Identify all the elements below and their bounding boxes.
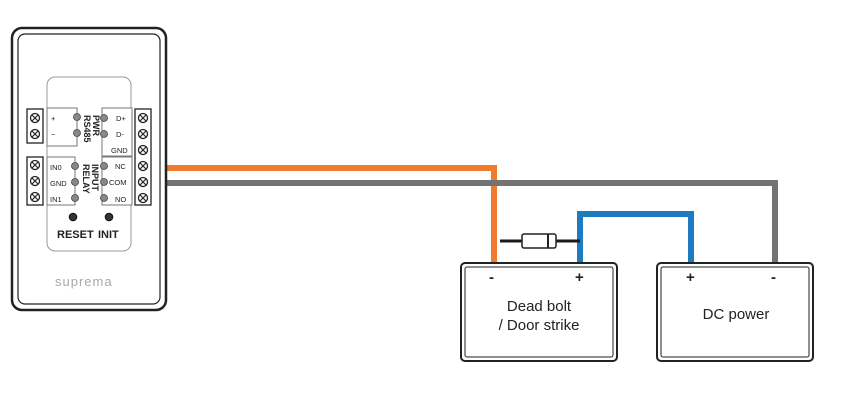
dcpower-positive-sign: + (686, 269, 695, 286)
init-button[interactable] (104, 212, 114, 222)
deadbolt-label-line2: / Door strike (499, 317, 580, 334)
diode (521, 233, 557, 249)
power-pin (73, 113, 81, 121)
input-pin-label: GND (50, 179, 67, 188)
reset-button[interactable] (68, 212, 78, 222)
rs485-pin (100, 114, 108, 122)
relay-pin (100, 162, 108, 170)
input-pin (71, 194, 79, 202)
right-terminal-block (134, 108, 152, 206)
rs485-pin-label: D- (116, 130, 124, 139)
init-label: INIT (98, 229, 119, 241)
input-pin (71, 178, 79, 186)
deadbolt-positive-sign: + (575, 269, 584, 286)
rs485-label: RS485 (82, 115, 92, 143)
gray-wire (166, 180, 778, 265)
relay-pin (100, 178, 108, 186)
reset-label: RESET (57, 229, 94, 241)
power-plus-sign: + (51, 114, 56, 123)
dcpower-label: DC power (703, 306, 770, 323)
orange-wire (166, 165, 497, 265)
rs485-pin-label: GND (111, 146, 128, 155)
power-minus-sign: − (51, 130, 56, 139)
controller-device: + − PWR RS485 D+ D- GND IN0 GND IN1 (10, 26, 168, 312)
deadbolt-label-line1: Dead bolt (507, 298, 572, 315)
rs485-pin (100, 130, 108, 138)
relay-pin (100, 194, 108, 202)
blue-wire (577, 211, 694, 265)
wires (166, 165, 778, 265)
relay-pin-label: NO (115, 195, 126, 204)
power-connector (46, 107, 78, 147)
power-pin (73, 129, 81, 137)
input-label: INPUT (90, 164, 100, 192)
deadbolt-box: - + Dead bolt / Door strike (460, 262, 618, 362)
rs485-pin-label: D+ (116, 114, 126, 123)
relay-label: RELAY (81, 164, 91, 194)
input-terminal-block (26, 156, 44, 206)
relay-pin-label: COM (109, 178, 127, 187)
relay-pin-label: NC (115, 162, 126, 171)
input-pin-label: IN0 (50, 163, 62, 172)
dcpower-negative-sign: - (771, 269, 776, 286)
device-inner-frame (17, 33, 161, 305)
dc-power-box: + - DC power (656, 262, 814, 362)
power-terminal-block (26, 108, 44, 144)
input-pin-label: IN1 (50, 195, 62, 204)
brand-logo: suprema (55, 274, 113, 289)
deadbolt-negative-sign: - (489, 269, 494, 286)
pwr-label: PWR (91, 115, 101, 136)
input-pin (71, 162, 79, 170)
